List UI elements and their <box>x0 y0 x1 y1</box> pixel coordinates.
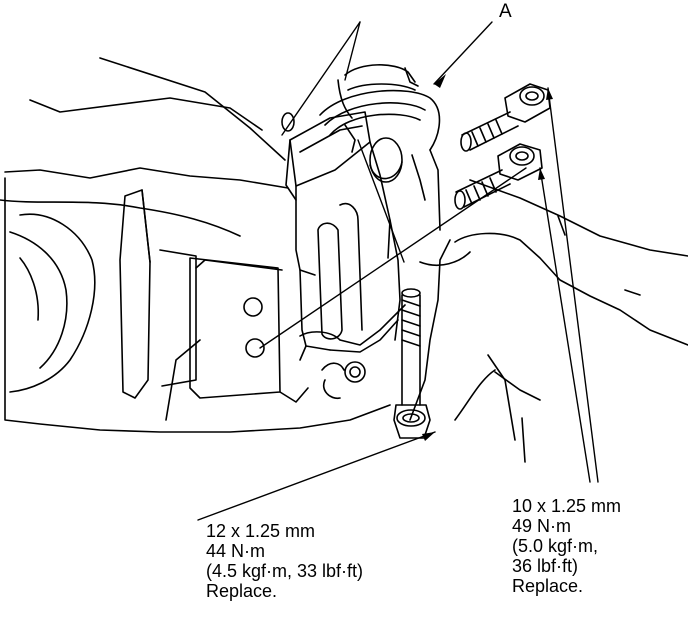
upper-bolts-size: 10 x 1.25 mm <box>512 496 622 516</box>
lower-bolt-12mm <box>393 288 431 439</box>
upper-bolts-spec: 10 x 1.25 mm 49 N·m (5.0 kgf·m, 36 lbf·f… <box>512 496 621 596</box>
engine-mount-bracket-a <box>285 64 441 361</box>
lower-bolt-size: 12 x 1.25 mm <box>206 521 316 541</box>
upper-bolts-torque-nm: 49 N·m <box>512 516 572 536</box>
part-label-a: A <box>499 1 512 22</box>
arrowheads <box>422 74 553 441</box>
upper-bolts-torque-alt-2: 36 lbf·ft) <box>512 556 579 576</box>
lower-bolt-torque-alt: (4.5 kgf·m, 33 lbf·ft) <box>206 561 364 581</box>
upper-bolt-2 <box>454 143 543 210</box>
lower-bolt-spec: 12 x 1.25 mm 44 N·m (4.5 kgf·m, 33 lbf·f… <box>206 521 363 601</box>
upper-bolts-note: Replace. <box>512 576 584 596</box>
lower-bolt-note: Replace. <box>206 581 278 601</box>
lower-bolt-torque-nm: 44 N·m <box>206 541 266 561</box>
leader-lines <box>197 21 599 521</box>
upper-bolts-torque-alt-1: (5.0 kgf·m, <box>512 536 599 556</box>
frame-hole <box>281 112 295 132</box>
upper-bolt-1 <box>460 83 551 152</box>
chassis-frame <box>0 57 688 463</box>
